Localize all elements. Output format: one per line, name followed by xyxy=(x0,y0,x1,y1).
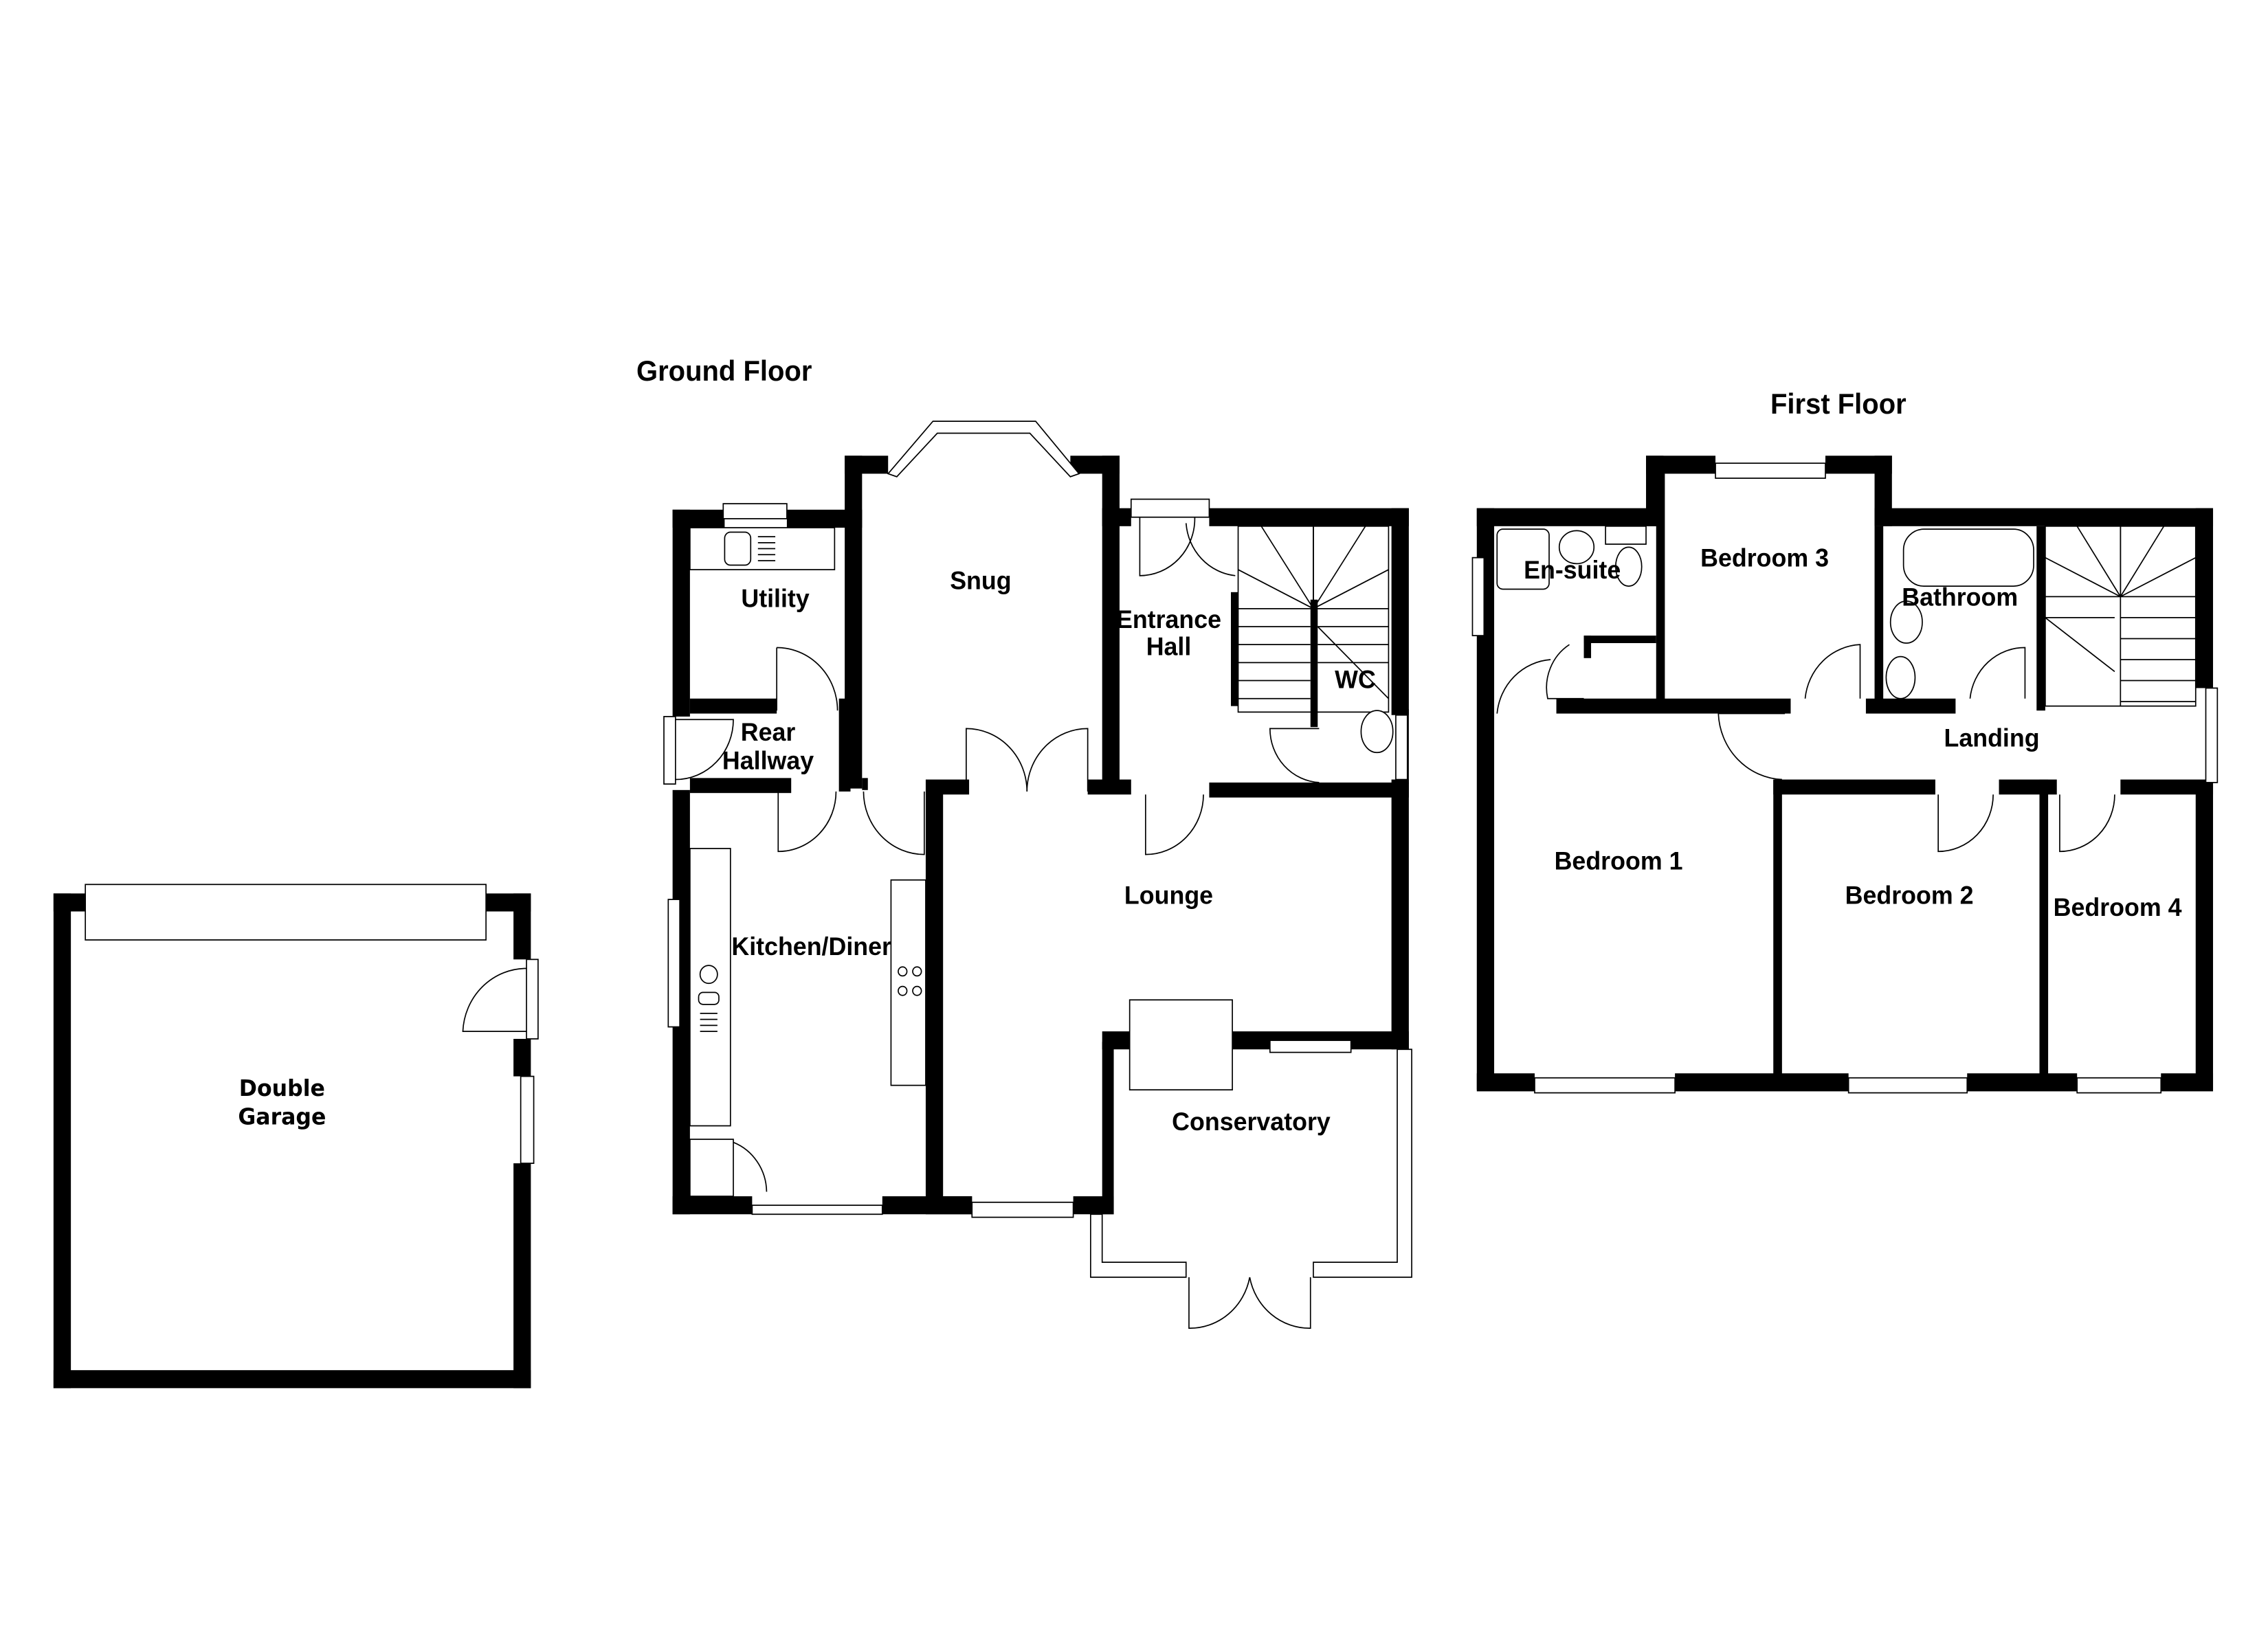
first-floor-title: First Floor xyxy=(1770,388,1906,420)
lounge-window xyxy=(971,1201,1074,1218)
room-label-rear-hallway-1: Rear xyxy=(741,717,796,746)
kitchen-patio-door xyxy=(751,1204,883,1215)
ground-floor-plan: Utility Rear Hallway Snug Entrance Hall … xyxy=(663,420,1412,1329)
hob-icon xyxy=(898,966,922,996)
room-label-entrance-hall-2: Hall xyxy=(1146,632,1192,661)
bathroom-toilet-icon xyxy=(1889,601,1923,644)
garage-side-door-frame xyxy=(526,958,539,1040)
kitchen-sink-icon xyxy=(699,965,718,985)
utility-door-swing xyxy=(776,647,838,711)
bedroom-2-window xyxy=(1847,1077,1968,1094)
conservatory-wall-left xyxy=(1090,1213,1187,1278)
kitchen-window xyxy=(667,899,681,1028)
snug-french-door-left xyxy=(966,728,1028,792)
room-label-rear-hallway-2: Hallway xyxy=(722,746,814,775)
en-suite-window xyxy=(1471,557,1485,636)
bath-icon xyxy=(1902,528,2034,587)
room-label-snug: Snug xyxy=(950,566,1011,595)
bedroom-1-door-swing xyxy=(1496,659,1551,714)
lounge-conservatory-window xyxy=(1269,1040,1352,1053)
entrance-inner-door-swing xyxy=(1185,523,1236,576)
entrance-door-frame xyxy=(1130,498,1210,518)
room-label-kitchen-diner: Kitchen/Diner xyxy=(731,932,891,961)
room-label-bathroom: Bathroom xyxy=(1902,583,2018,612)
room-label-lounge: Lounge xyxy=(1124,881,1213,910)
bedroom-4-window xyxy=(2076,1077,2162,1094)
bathroom-door-swing xyxy=(1969,647,2026,699)
kitchen-cupboard xyxy=(689,1138,734,1197)
en-suite-cistern-icon xyxy=(1605,525,1647,545)
room-label-bedroom-3: Bedroom 3 xyxy=(1700,543,1829,572)
kitchen-drainer-icon xyxy=(700,1013,718,1032)
entrance-door-swing xyxy=(1139,517,1196,576)
room-label-landing: Landing xyxy=(1944,723,2039,752)
snug-kitchen-door-swing xyxy=(863,791,925,855)
wc-window xyxy=(1395,714,1408,781)
room-label-conservatory: Conservatory xyxy=(1172,1108,1331,1136)
bedroom-3-window xyxy=(1715,462,1826,479)
room-label-en-suite: En-suite xyxy=(1524,556,1621,585)
conservatory-door-left xyxy=(1188,1277,1251,1329)
wc-door-swing xyxy=(1269,728,1320,783)
lounge-fireplace xyxy=(1129,999,1233,1091)
room-label-bedroom-2: Bedroom 2 xyxy=(1845,881,1974,910)
bedroom-2-door-swing xyxy=(1937,794,1994,853)
utility-sink-icon xyxy=(724,531,752,566)
room-label-bedroom-1: Bedroom 1 xyxy=(1555,846,1683,875)
garage-window xyxy=(520,1075,535,1164)
kitchen-door-swing xyxy=(777,791,837,853)
room-label-double-garage-2: Garage xyxy=(238,1103,326,1130)
ground-floor-stairs xyxy=(1237,525,1390,713)
first-floor-plan: En-suite Bedroom 3 Bathroom Landing Bedr… xyxy=(1471,456,2219,1094)
kitchen-worktop-right xyxy=(890,879,926,1086)
rear-door-swing xyxy=(675,719,734,781)
wc-basin-icon xyxy=(1360,710,1394,754)
bedroom-3-door-swing xyxy=(1804,644,1861,699)
kitchen-cupboard-door-swing xyxy=(733,1141,768,1192)
kitchen-worktop-left xyxy=(689,848,731,1127)
snug-bay-window xyxy=(887,420,1080,478)
room-label-entrance-hall-1: Entrance xyxy=(1116,605,1221,634)
landing-door-swing xyxy=(1717,713,1786,781)
utility-drainer-icon xyxy=(757,536,776,561)
en-suite-basin-icon xyxy=(1558,530,1595,565)
garage-door xyxy=(85,884,487,941)
conservatory-wall-right xyxy=(1313,1048,1412,1278)
landing-window xyxy=(2205,687,2219,783)
room-label-utility: Utility xyxy=(741,584,810,613)
ground-floor-title: Ground Floor xyxy=(636,355,812,388)
bedroom-1-window xyxy=(1534,1077,1676,1094)
utility-window xyxy=(722,503,788,519)
first-floor-stairs xyxy=(2045,525,2197,707)
shower-tray-icon xyxy=(1496,528,1550,590)
en-suite-toilet-icon xyxy=(1614,546,1643,587)
en-suite-door-swing xyxy=(1546,644,1584,699)
garage-side-door-swing xyxy=(462,967,527,1032)
lounge-door-swing xyxy=(1144,794,1204,855)
double-garage: Double Garage xyxy=(53,884,539,1389)
room-label-double-garage-1: Double xyxy=(239,1075,325,1101)
bedroom-4-door-swing xyxy=(2059,794,2115,853)
conservatory-door-right xyxy=(1249,1277,1311,1329)
bathroom-basin-icon xyxy=(1885,655,1916,699)
room-label-wc: WC xyxy=(1335,665,1376,694)
room-label-bedroom-4: Bedroom 4 xyxy=(2054,893,2183,922)
snug-french-door-right xyxy=(1026,728,1089,792)
rear-door-frame xyxy=(663,716,676,785)
kitchen-sink-bowl-icon xyxy=(698,991,720,1005)
